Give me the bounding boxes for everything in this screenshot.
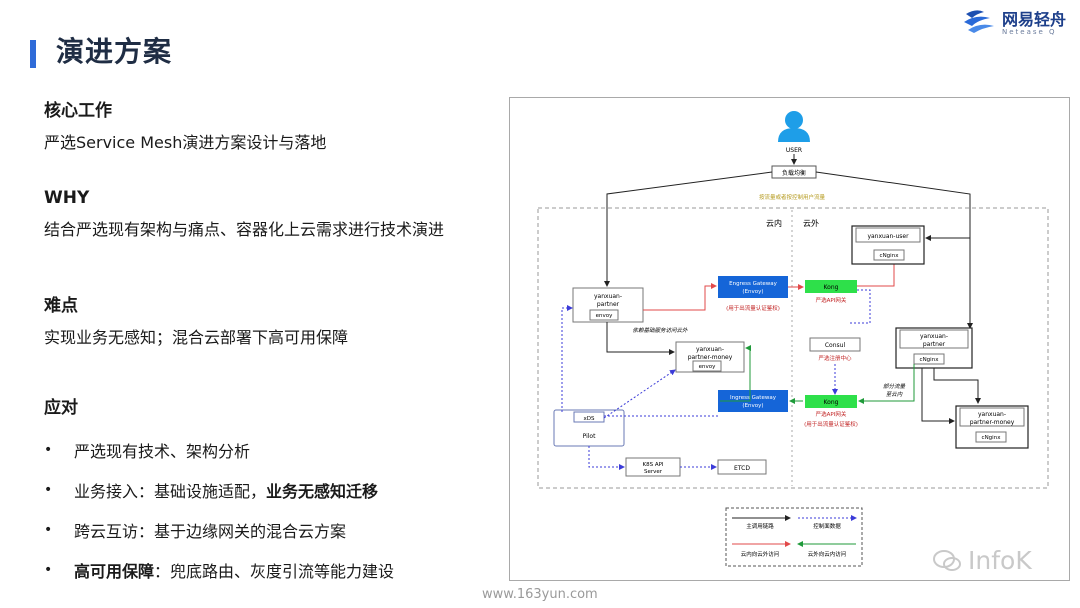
cnginx-node (913, 353, 945, 365)
svg-text:Engress Gateway: Engress Gateway (729, 281, 777, 287)
bullet-text: 严选现有技术、架构分析 (74, 442, 251, 461)
difficulty-section: 难点 实现业务无感知；混合云部署下高可用保障 (44, 291, 348, 348)
svg-text:ETCD: ETCD (734, 465, 750, 472)
split-note: 部分流量 (883, 383, 906, 390)
egress-note: (用于出流量认证鉴权) (726, 304, 780, 312)
consul-node (809, 337, 861, 352)
svg-text:cNginx: cNginx (880, 253, 900, 259)
bullet-text: ：兜底路由、灰度引流等能力建设 (154, 562, 395, 581)
netease-qingzhou-logo: 网易轻舟 Netease Q (962, 6, 1066, 36)
svg-text:envoy: envoy (596, 313, 613, 319)
svg-text:Ingress Gateway: Ingress Gateway (730, 395, 777, 401)
architecture-diagram-svg: 云内 云外 USER 负载均衡 按流量或者按控制用户流量 yanxuan- pa… (537, 111, 1049, 567)
svg-text:partner-money: partner-money (688, 354, 733, 361)
cloud-in-label: 云内 (766, 218, 782, 228)
kong2-label: 严选API网关 (816, 410, 847, 418)
xds-node (573, 411, 605, 423)
footer-url: www.163yun.com (482, 587, 598, 602)
bullet-item: •跨云互访：基于边缘网关的混合云方案 (44, 510, 504, 550)
user-label: USER (786, 147, 802, 154)
core-work-section: 核心工作 严选Service Mesh演进方案设计与落地 (44, 96, 326, 153)
partner-money-out-label: yanxuan- (978, 411, 1006, 418)
svg-text:cNginx: cNginx (920, 357, 940, 363)
egress-dep-note: 依赖基础服务访问云外 (632, 327, 688, 334)
response-bullet-list: •严选现有技术、架构分析 •业务接入：基础设施适配，业务无感知迁移 •跨云互访：… (44, 430, 504, 590)
legend-in-to-out: 云内向云外访问 (741, 550, 780, 558)
wechat-icon (933, 549, 961, 571)
bullet-text: 业务接入：基础设施适配， (74, 482, 267, 501)
bullet-item: •业务接入：基础设施适配，业务无感知迁移 (44, 470, 504, 510)
envoy-sidecar (692, 360, 722, 372)
bullet-bold-text: 业务无感知迁移 (266, 482, 379, 501)
bullet-item: •高可用保障：兜底路由、灰度引流等能力建设 (44, 550, 504, 590)
logo-subtext: Netease Q (1001, 28, 1057, 36)
core-work-heading: 核心工作 (44, 101, 112, 121)
svg-text:partner: partner (597, 301, 620, 308)
watermark-text: InfoK (968, 546, 1032, 575)
svg-text:K8S API: K8S API (642, 462, 663, 468)
kong-gateway-node (805, 280, 857, 293)
lb-note: 按流量或者按控制用户流量 (759, 193, 826, 201)
egress-gateway-node (718, 276, 788, 298)
legend-control-plane: 控制面数据 (813, 522, 841, 530)
svg-text:xDS: xDS (584, 416, 595, 422)
svg-text:partner: partner (923, 341, 946, 348)
legend-out-to-in: 云外向云内访问 (808, 550, 847, 558)
svg-text:至云内: 至云内 (886, 391, 903, 398)
why-heading: WHY (44, 188, 90, 208)
partner-in-label: yanxuan- (594, 293, 622, 300)
user-service-label: yanxuan-user (867, 233, 909, 240)
kong2-note: (用于出流量认证鉴权) (804, 420, 858, 428)
svg-text:Kong: Kong (824, 284, 839, 291)
svg-text:Server: Server (644, 469, 663, 475)
architecture-diagram: 云内 云外 USER 负载均衡 按流量或者按控制用户流量 yanxuan- pa… (509, 97, 1070, 581)
bullet-bold-text: 高可用保障 (74, 562, 155, 581)
pilot-label: Pilot (583, 433, 596, 440)
consul-label: 严选注册中心 (818, 354, 852, 362)
bullet-item: •严选现有技术、架构分析 (44, 430, 504, 470)
cloud-out-label: 云外 (803, 218, 819, 228)
cnginx-node (873, 249, 905, 261)
svg-text:(Envoy): (Envoy) (742, 403, 763, 409)
legend-main-call: 主调用链路 (746, 522, 774, 530)
svg-text:(Envoy): (Envoy) (742, 289, 763, 295)
bullet-text: 跨云互访：基于边缘网关的混合云方案 (74, 522, 347, 541)
page-title: 演进方案 (56, 35, 173, 68)
core-work-text: 严选Service Mesh演进方案设计与落地 (44, 133, 327, 152)
hybrid-cloud-boundary (537, 207, 1049, 489)
title-accent-bar (30, 40, 36, 68)
response-section: 应对 (44, 393, 78, 418)
why-text: 结合严选现有架构与痛点、容器化上云需求进行技术演进 (44, 220, 445, 239)
why-section: WHY 结合严选现有架构与痛点、容器化上云需求进行技术演进 (44, 188, 444, 240)
logo-icon (963, 10, 994, 33)
difficulty-text: 实现业务无感知；混合云部署下高可用保障 (44, 328, 349, 347)
response-heading: 应对 (44, 398, 78, 418)
cnginx-node (975, 431, 1007, 443)
svg-text:Kong: Kong (824, 399, 839, 406)
svg-text:envoy: envoy (699, 364, 716, 370)
envoy-sidecar (589, 309, 619, 321)
kong1-label: 严选API网关 (816, 296, 847, 304)
etcd-node (717, 459, 767, 475)
logo-text: 网易轻舟 (1001, 10, 1066, 29)
svg-text:cNginx: cNginx (982, 435, 1002, 441)
kong-gateway-node (805, 395, 857, 408)
infok-watermark: InfoK (932, 546, 1032, 575)
ingress-gateway-node (718, 390, 788, 412)
svg-text:partner-money: partner-money (970, 419, 1015, 426)
user-icon (778, 111, 810, 142)
difficulty-heading: 难点 (44, 296, 78, 316)
partner-out-label: yanxuan- (920, 333, 948, 340)
load-balancer-label: 负载均衡 (782, 169, 806, 177)
svg-text:Consul: Consul (825, 342, 846, 349)
partner-money-in-label: yanxuan- (696, 346, 724, 353)
